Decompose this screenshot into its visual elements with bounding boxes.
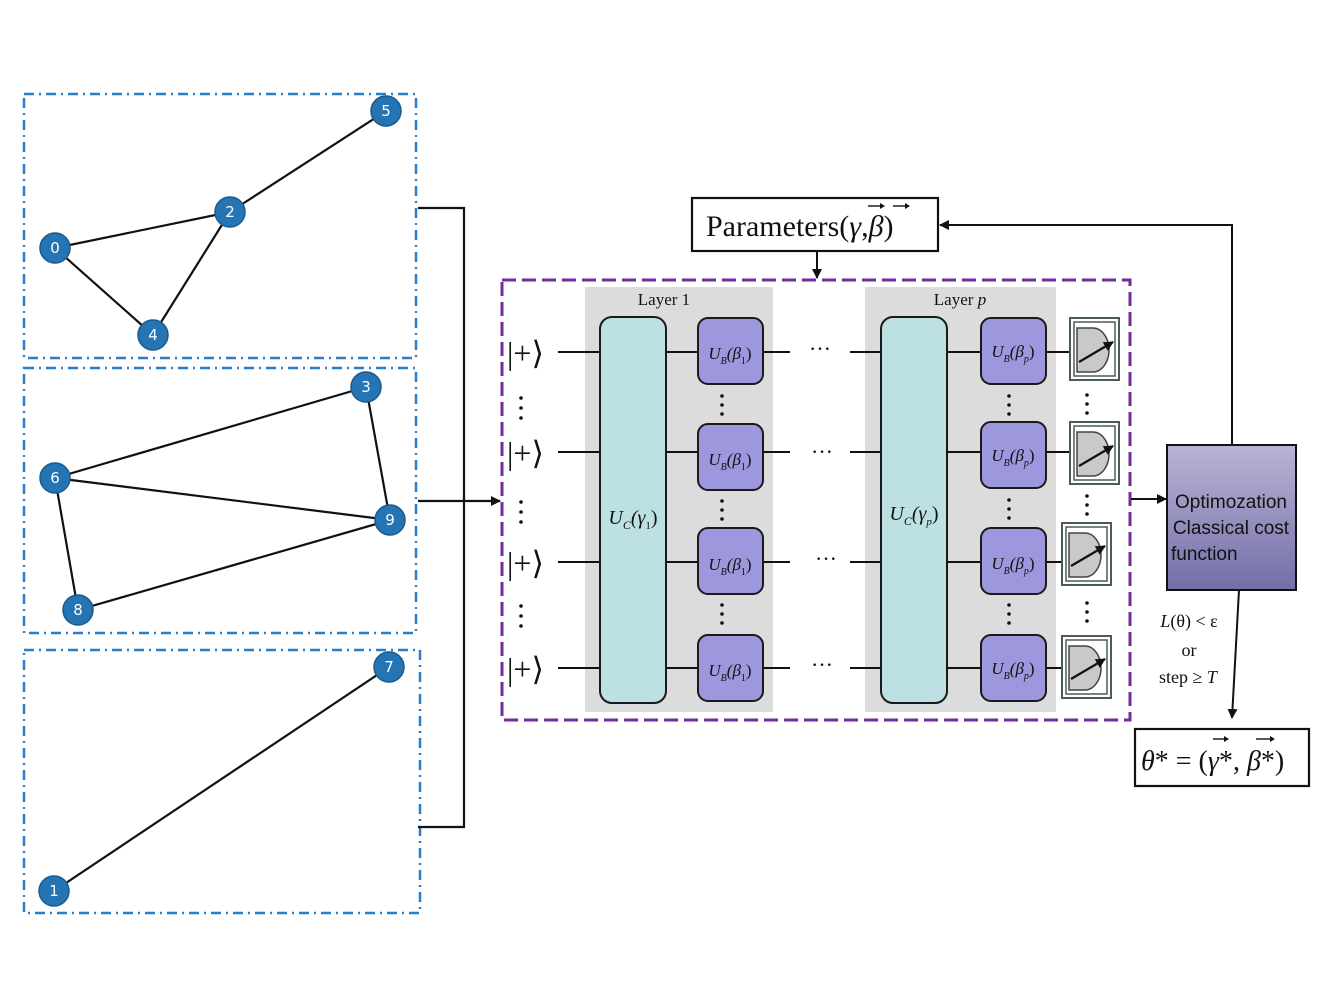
graph-node-6: 6	[39, 462, 71, 494]
meter-vertical-dots	[1085, 393, 1089, 623]
node-label-8: 8	[73, 601, 83, 619]
ub-betap-gate-3: UB(βp)	[980, 527, 1047, 595]
input-state-4: |+⟩	[507, 651, 544, 687]
ub-beta1-gate-1: UB(β1)	[697, 317, 764, 385]
optimizer-line-2: Classical cost	[1173, 518, 1290, 539]
uc-gamma1-gate	[599, 316, 667, 704]
layer-p-label: Layer p	[934, 290, 986, 309]
graph-node-2: 2	[214, 196, 246, 228]
stop-condition-line-1: L(θ) < ε	[1159, 611, 1218, 632]
graph-edge-6-9	[54, 476, 391, 522]
graph-panel-3	[22, 648, 422, 915]
circuit-frame	[500, 278, 1132, 722]
input-state-2: |+⟩	[507, 435, 544, 471]
graph-edge-0-4	[54, 247, 154, 336]
measurement-meter-3	[1061, 522, 1112, 586]
ub-beta1-gate-2: UB(β1)	[697, 423, 764, 491]
graph-node-4: 4	[137, 319, 169, 351]
graph-node-1: 1	[38, 875, 70, 907]
measurement-meter-1	[1069, 317, 1120, 381]
ub-beta1-label: UB(β1)	[708, 555, 751, 578]
parameters-box	[690, 196, 940, 253]
graph-panel-2	[22, 366, 418, 635]
ub-beta1-label: UB(β1)	[708, 344, 751, 367]
graph-edge-2-0	[54, 210, 231, 250]
node-label-2: 2	[225, 203, 235, 221]
uc-gammap-label: UC(γp)	[889, 503, 938, 528]
input-vertical-dots	[519, 396, 523, 628]
measurement-meter-2	[1069, 421, 1120, 485]
graph-node-0: 0	[39, 232, 71, 264]
optimizer-box	[1166, 444, 1297, 591]
graph-edge-3-9	[364, 386, 392, 521]
stop-condition-line-3: step ≥ T	[1159, 667, 1219, 687]
input-state-1: |+⟩	[507, 335, 544, 371]
input-state-3: |+⟩	[507, 545, 544, 581]
node-label-7: 7	[384, 658, 394, 676]
layer-ellipsis-2: ···	[811, 439, 833, 464]
ub-betap-label: UB(βp)	[991, 342, 1034, 365]
node-label-9: 9	[385, 511, 395, 529]
graph-node-5: 5	[370, 95, 402, 127]
graph-node-7: 7	[373, 651, 405, 683]
node-label-0: 0	[50, 239, 60, 257]
graph-node-9: 9	[374, 504, 406, 536]
ub-betap-gate-2: UB(βp)	[980, 421, 1047, 489]
ub-beta1-gate-4: UB(β1)	[697, 634, 764, 702]
ub-betap-label: UB(βp)	[991, 659, 1034, 682]
optimizer-to-parameters-arrow	[939, 220, 1233, 445]
uc-gammap-gate	[880, 316, 948, 704]
node-label-1: 1	[49, 882, 59, 900]
graph-panel-1	[22, 92, 418, 360]
optimizer-to-result-arrow	[1227, 589, 1240, 719]
layerp-vertical-dots	[1007, 394, 1011, 625]
parameters-label: Parameters(γ,β)	[706, 210, 894, 243]
optimizer-line-1: Optimozation	[1175, 492, 1287, 513]
node-label-5: 5	[381, 102, 391, 120]
ub-betap-gate-1: UB(βp)	[980, 317, 1047, 385]
ub-beta1-label: UB(β1)	[708, 661, 751, 684]
layer-ellipsis-4: ···	[811, 652, 833, 677]
layer-1-label: Layer 1	[638, 290, 690, 309]
ub-beta1-label: UB(β1)	[708, 450, 751, 473]
optimizer-line-3: function	[1171, 544, 1238, 565]
layer-ellipsis-1: ···	[809, 336, 831, 361]
graph-edge-8-9	[77, 518, 391, 612]
ub-betap-label: UB(βp)	[991, 446, 1034, 469]
stop-condition-line-2: or	[1182, 640, 1197, 660]
graph-node-8: 8	[62, 594, 94, 626]
result-box	[1133, 727, 1311, 788]
graph-edge-6-3	[54, 385, 367, 480]
ub-beta1-gate-3: UB(β1)	[697, 527, 764, 595]
layer1-vertical-dots	[720, 394, 724, 625]
parameters-vector-arrows	[868, 203, 910, 209]
uc-gamma1-label: UC(γ1)	[608, 507, 657, 532]
graph-edge-2-4	[152, 211, 231, 336]
layer-ellipsis-3: ···	[815, 546, 837, 571]
graph-edge-6-8	[53, 477, 80, 611]
result-label: θ* = (γ*, β*)	[1141, 746, 1284, 777]
graph-edge-5-2	[229, 110, 387, 213]
ub-betap-label: UB(βp)	[991, 554, 1034, 577]
graph-edge-7-1	[53, 666, 390, 892]
graph-bracket	[418, 206, 466, 829]
result-vector-arrows	[1213, 736, 1275, 742]
node-label-3: 3	[361, 378, 371, 396]
node-label-4: 4	[148, 326, 158, 344]
graph-node-3: 3	[350, 371, 382, 403]
ub-betap-gate-4: UB(βp)	[980, 634, 1047, 702]
node-label-6: 6	[50, 469, 60, 487]
measurement-meter-4	[1061, 635, 1112, 699]
